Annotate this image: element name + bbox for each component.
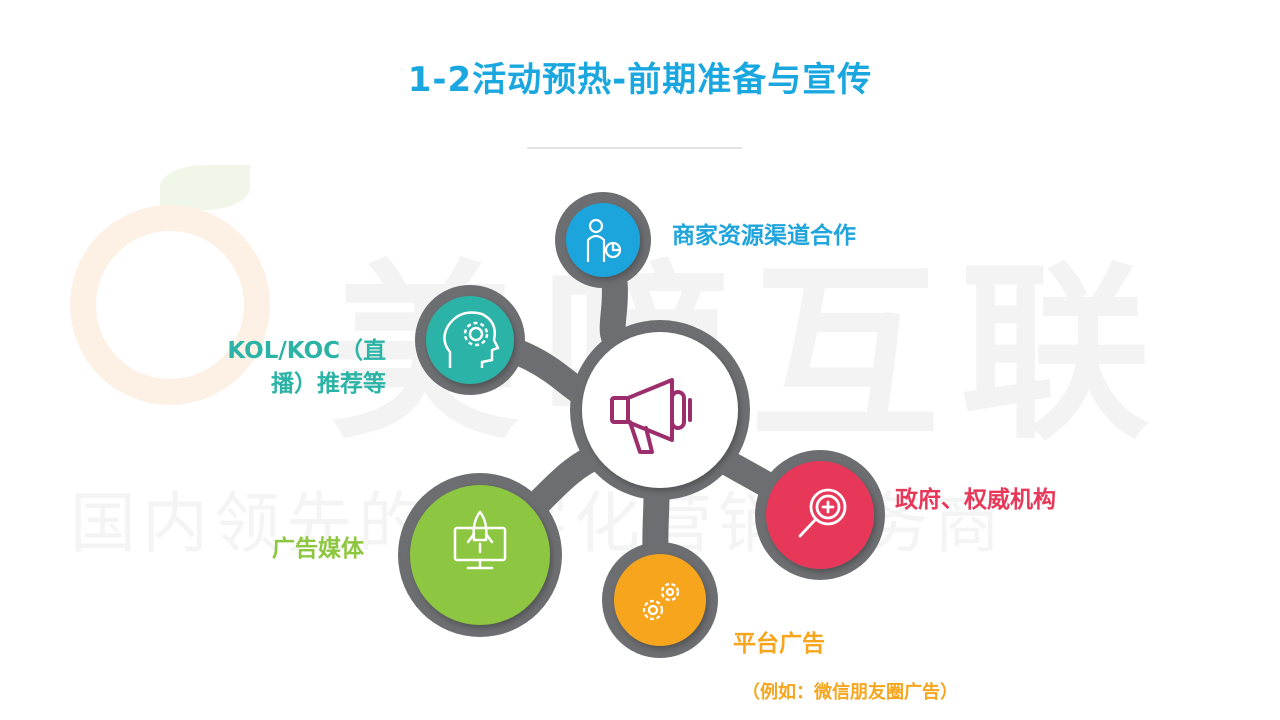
kol-node [415, 285, 525, 395]
megaphone-icon [610, 378, 692, 454]
gov-label: 政府、权威机构 [895, 487, 1056, 513]
person-chart-icon [586, 218, 622, 262]
platform-label: 平台广告 [733, 631, 825, 657]
title-divider [527, 147, 742, 149]
magnifier-plus-icon [798, 488, 847, 538]
ads-label: 广告媒体 [272, 536, 364, 562]
ads-node [398, 473, 562, 637]
gears-icon [642, 582, 680, 621]
merchant-node [555, 192, 651, 288]
center-node [570, 320, 750, 500]
platform-node [602, 542, 718, 658]
rocket-monitor-icon [453, 510, 507, 570]
page-title: 1-2活动预热-前期准备与宣传 [407, 60, 873, 100]
platform-note: （例如：微信朋友圈广告） [742, 682, 958, 703]
kol-label: KOL/KOC（直播）推荐等 [227, 338, 386, 397]
watermark-logo-leaf [160, 165, 250, 210]
merchant-label: 商家资源渠道合作 [672, 223, 856, 249]
head-gear-icon [443, 311, 500, 368]
gov-node [755, 450, 885, 580]
